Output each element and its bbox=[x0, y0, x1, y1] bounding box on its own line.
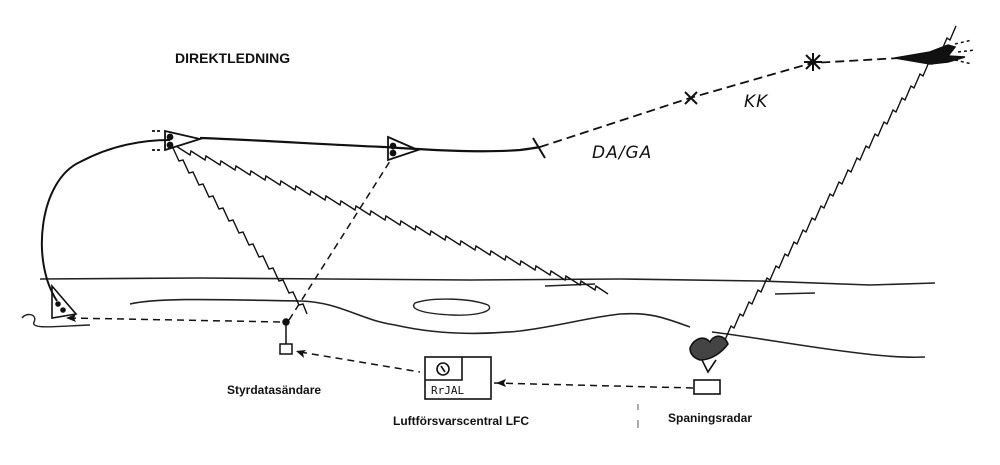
label-lfc: Luftförsvarscentral LFC bbox=[393, 414, 530, 428]
label-kk: KK bbox=[744, 92, 769, 112]
styrdata-transmitter bbox=[279, 318, 293, 355]
island bbox=[412, 298, 491, 316]
target-jet bbox=[894, 39, 976, 65]
arrowhead-lfc bbox=[496, 379, 506, 387]
coastline bbox=[39, 277, 936, 359]
flight-path-loop bbox=[40, 139, 171, 302]
label-daga: DA/GA bbox=[592, 143, 653, 163]
path-markers bbox=[532, 53, 822, 159]
aircraft-1 bbox=[152, 129, 204, 152]
water-scribble bbox=[21, 313, 91, 328]
spaning-radar bbox=[689, 335, 729, 395]
label-rrjal: RrJAL bbox=[431, 384, 465, 397]
aircraft-2 bbox=[387, 135, 421, 162]
label-styrdatasandare: Styrdatasändare bbox=[227, 383, 322, 397]
arrowhead-styrdata bbox=[296, 350, 306, 358]
arrowhead-left-ship bbox=[66, 314, 76, 322]
dashed-links bbox=[68, 157, 695, 389]
flight-path-dashed bbox=[539, 57, 901, 148]
diagram-title: DIREKTLEDNING bbox=[175, 50, 291, 66]
lfc-box bbox=[424, 356, 492, 400]
radio-links bbox=[172, 25, 957, 341]
aircraft-ground bbox=[51, 283, 78, 319]
flight-path-solid bbox=[199, 136, 541, 153]
label-spaningsradar: Spaningsradar bbox=[668, 411, 753, 425]
